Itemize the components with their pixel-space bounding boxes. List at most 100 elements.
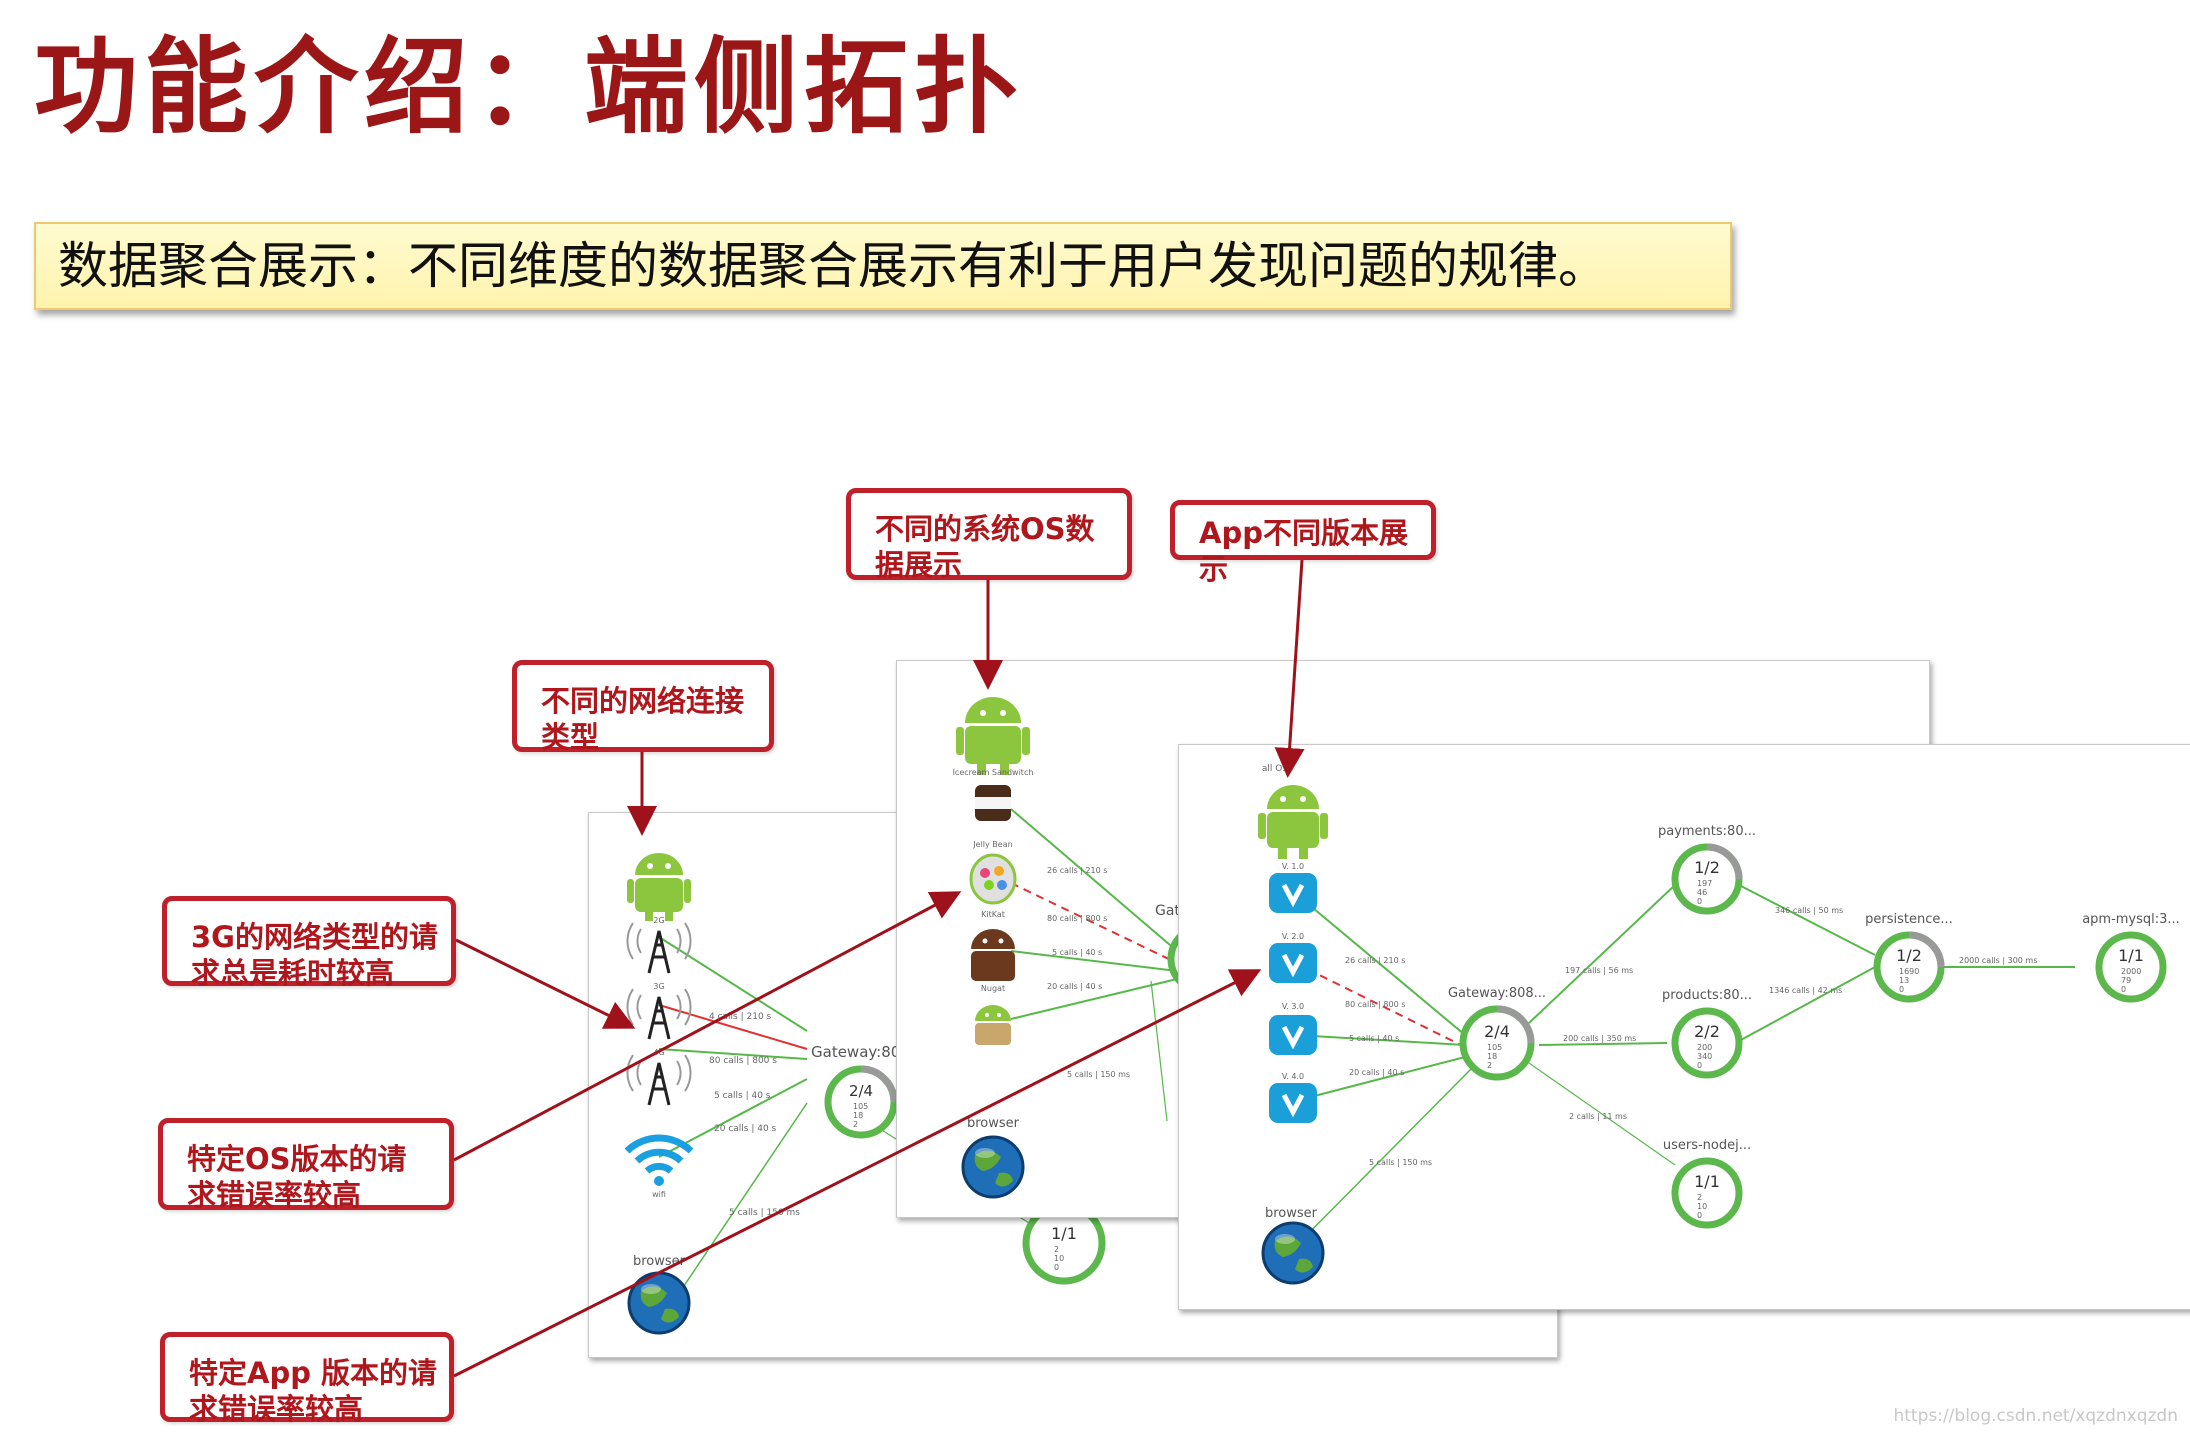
edge-label: 26 calls | 210 s: [1047, 866, 1107, 875]
node-name: Gateway:808...: [1448, 986, 1546, 1001]
android-icon: [1258, 785, 1328, 859]
edge-label: 2000 calls | 300 ms: [1959, 956, 2037, 965]
node-stat: 0: [2121, 985, 2126, 994]
edge-label: 1346 calls | 42 ms: [1769, 986, 1842, 995]
callout-os-display: 不同的系统OS数 据展示: [846, 488, 1132, 582]
page-title: 功能介绍：端侧拓扑: [34, 26, 1025, 148]
edge-label: 26 calls | 210 s: [1345, 956, 1405, 965]
callout-3g-latency: 3G的网络类型的请 求总是耗时较高: [162, 896, 456, 990]
app-version-icon: [1269, 1015, 1317, 1055]
app-version-icon: [1269, 1083, 1317, 1123]
node-name: apm-mysql:3...: [2082, 912, 2180, 927]
node-stat: 13: [1899, 976, 1909, 985]
svg-text:wifi: wifi: [652, 1190, 666, 1199]
cell-tower-icon-3g: 3G: [626, 982, 692, 1040]
svg-text:2: 2: [1054, 1245, 1059, 1254]
browser-label: browser: [967, 1116, 1020, 1131]
summary-banner: 数据聚合展示：不同维度的数据聚合展示有利于用户发现问题的规律。: [34, 222, 1732, 310]
node-stat: 0: [1697, 897, 1702, 906]
gateway-node-label: Gat: [1155, 903, 1180, 919]
browser-label: browser: [633, 1254, 686, 1269]
android-icon: [627, 853, 691, 921]
node-name: products:80...: [1662, 988, 1752, 1003]
node-ratio: 1/2: [1694, 858, 1720, 877]
edge-label: 20 calls | 40 s: [714, 1124, 777, 1134]
version-label: V. 4.0: [1282, 1072, 1304, 1081]
os-filter-label: all OS: [1262, 764, 1288, 774]
edge-label: 4 calls | 210 s: [709, 1012, 772, 1022]
globe-icon: [1261, 1221, 1325, 1285]
version-label: V. 1.0: [1282, 862, 1304, 871]
node-stat: 10: [1697, 1202, 1707, 1211]
node-stat: 18: [1487, 1052, 1497, 1061]
svg-text:2/4: 2/4: [849, 1082, 873, 1100]
app-edges: [1294, 884, 2075, 1248]
browser-label: browser: [1265, 1206, 1318, 1221]
svg-text:18: 18: [853, 1111, 863, 1120]
jelly-bean-icon: [969, 853, 1017, 905]
node-stat: 2000: [2121, 967, 2141, 976]
app-version-icon: [1269, 943, 1317, 983]
edge-label: 80 calls | 800 s: [709, 1056, 777, 1066]
cell-tower-icon-4g: 4G: [626, 1048, 692, 1106]
watermark: https://blog.csdn.net/xqzdnxqzdn: [1893, 1406, 2178, 1426]
node-name: payments:80...: [1658, 824, 1756, 839]
edge-label: 5 calls | 40 s: [714, 1091, 771, 1101]
edge-label: 20 calls | 40 s: [1349, 1068, 1404, 1077]
globe-icon: [627, 1271, 691, 1335]
wifi-icon: wifi: [624, 1134, 694, 1199]
svg-text:2G: 2G: [653, 916, 664, 925]
node-stat: 1690: [1899, 967, 1919, 976]
edge-label: 5 calls | 150 ms: [729, 1208, 800, 1218]
edge-label: 200 calls | 350 ms: [1563, 1034, 1636, 1043]
edge-label: 2 calls | 11 ms: [1569, 1112, 1627, 1121]
svg-text:0: 0: [1054, 1263, 1059, 1272]
node-stat: 340: [1697, 1052, 1712, 1061]
version-label: V. 3.0: [1282, 1002, 1304, 1011]
edge-label: 5 calls | 150 ms: [1369, 1158, 1432, 1167]
node-stat: 0: [1899, 985, 1904, 994]
os-label-kitkat: KitKat: [981, 910, 1005, 919]
node-ratio: 1/2: [1896, 946, 1922, 965]
node-stat: 46: [1697, 888, 1707, 897]
svg-text:4G: 4G: [653, 1048, 664, 1057]
node-ratio: 2/2: [1694, 1022, 1720, 1041]
node-stat: 200: [1697, 1043, 1712, 1052]
node-stat: 197: [1697, 879, 1712, 888]
node-stat: 79: [2121, 976, 2131, 985]
svg-text:1/1: 1/1: [1051, 1224, 1077, 1243]
app-version-icon: [1269, 873, 1317, 913]
kitkat-icon: [971, 929, 1015, 981]
node-ratio: 2/4: [1484, 1022, 1510, 1041]
edge-label: 5 calls | 150 ms: [1067, 1070, 1130, 1079]
node-name: users-nodej...: [1663, 1138, 1751, 1153]
globe-icon: [961, 1135, 1025, 1199]
edge-label: 197 calls | 56 ms: [1565, 966, 1633, 975]
edge-label: 80 calls | 800 s: [1047, 914, 1107, 923]
svg-text:105: 105: [853, 1102, 868, 1111]
edge-label: 346 calls | 50 ms: [1775, 906, 1843, 915]
svg-text:2: 2: [853, 1120, 858, 1129]
nougat-icon: [975, 1005, 1011, 1045]
node-stat: 2: [1697, 1193, 1702, 1202]
os-label-jb: Jelly Bean: [972, 840, 1012, 849]
callout-os-error-rate: 特定OS版本的请 求错误率较高: [158, 1118, 454, 1212]
node-ratio: 1/1: [1694, 1172, 1720, 1191]
edge-label: 5 calls | 40 s: [1052, 948, 1102, 957]
svg-text:3G: 3G: [653, 982, 664, 991]
svg-text:10: 10: [1054, 1254, 1064, 1263]
node-ratio: 1/1: [2118, 946, 2144, 965]
edge-label: 80 calls | 800 s: [1345, 1000, 1405, 1009]
callout-app-error-rate: 特定App 版本的请 求错误率较高: [160, 1332, 454, 1426]
os-label-nugat: Nugat: [981, 984, 1005, 993]
gateway-node[interactable]: 2/4 105 18 2: [824, 1065, 898, 1139]
callout-app-version-display: App不同版本展 示: [1170, 500, 1436, 586]
edge-label: 20 calls | 40 s: [1047, 982, 1102, 991]
android-icon: [956, 697, 1030, 775]
